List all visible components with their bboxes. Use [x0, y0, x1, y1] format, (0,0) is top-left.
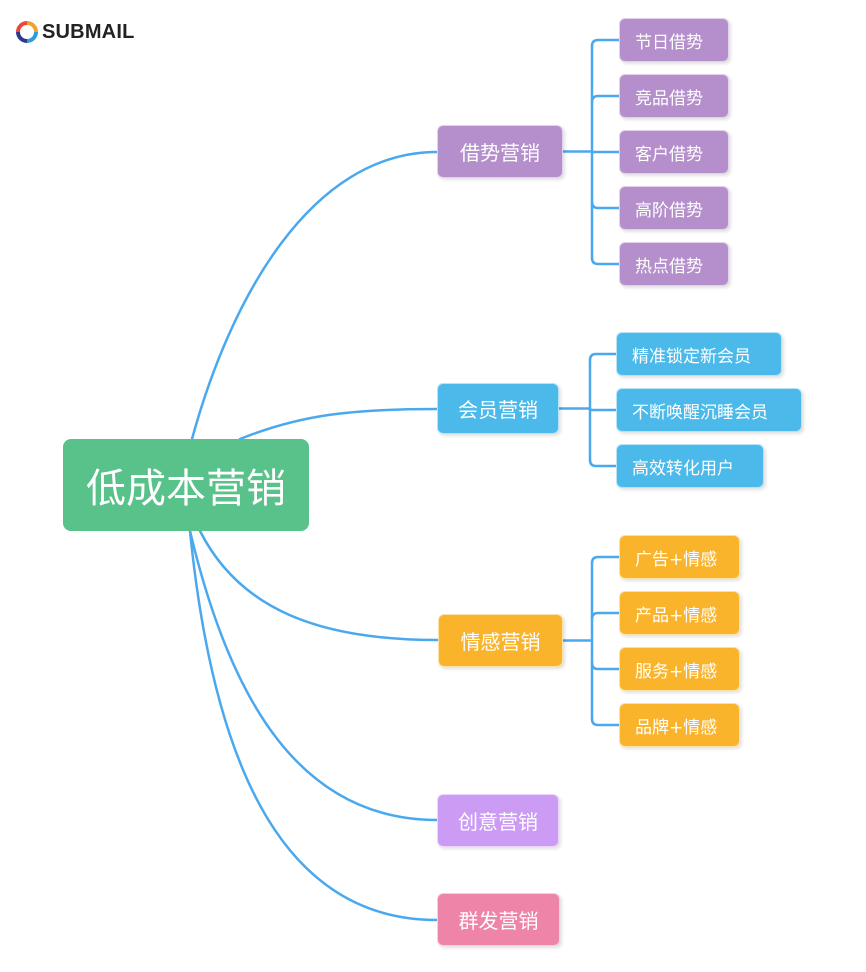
- leaf-node[interactable]: 热点借势: [619, 242, 729, 286]
- root-branch-connector: [188, 529, 439, 822]
- leaf-connector: [590, 94, 621, 104]
- leaf-connector: [590, 555, 621, 565]
- leaf-connector: [590, 611, 621, 621]
- leaf-node[interactable]: 高阶借势: [619, 186, 729, 230]
- leaf-node[interactable]: 品牌+情感: [619, 703, 740, 747]
- logo-text: SUBMAIL: [42, 20, 135, 43]
- branch-node-creative[interactable]: 创意营销: [437, 794, 559, 847]
- leaf-node[interactable]: 产品+情感: [619, 591, 740, 635]
- leaf-node[interactable]: 精准锁定新会员: [616, 332, 782, 376]
- root-node[interactable]: 低成本营销: [63, 439, 309, 531]
- leaf-node[interactable]: 不断唤醒沉睡会员: [616, 388, 802, 432]
- leaf-connector: [590, 256, 621, 266]
- leaf-node[interactable]: 客户借势: [619, 130, 729, 174]
- branch-node-mass-send[interactable]: 群发营销: [437, 893, 560, 946]
- leaf-connector: [590, 38, 621, 48]
- leaf-node[interactable]: 广告+情感: [619, 535, 740, 579]
- leaf-connector: [588, 352, 618, 362]
- brand-logo: SUBMAIL: [16, 20, 135, 44]
- leaf-node[interactable]: 高效转化用户: [616, 444, 764, 488]
- branch-node-borrow[interactable]: 借势营销: [437, 125, 563, 178]
- root-branch-connector: [190, 150, 439, 441]
- leaf-node[interactable]: 服务+情感: [619, 647, 740, 691]
- root-branch-connector: [238, 407, 439, 441]
- leaf-connector: [590, 661, 621, 671]
- ring-logo-icon: [16, 21, 38, 43]
- branch-node-member[interactable]: 会员营销: [437, 383, 559, 434]
- leaf-node[interactable]: 竞品借势: [619, 74, 729, 118]
- leaf-connector: [590, 200, 621, 210]
- leaf-connector: [590, 717, 621, 727]
- root-branch-connector: [188, 529, 439, 922]
- leaf-connector: [588, 458, 618, 468]
- root-branch-connector: [198, 529, 440, 642]
- leaf-node[interactable]: 节日借势: [619, 18, 729, 62]
- branch-node-emotion[interactable]: 情感营销: [438, 614, 563, 667]
